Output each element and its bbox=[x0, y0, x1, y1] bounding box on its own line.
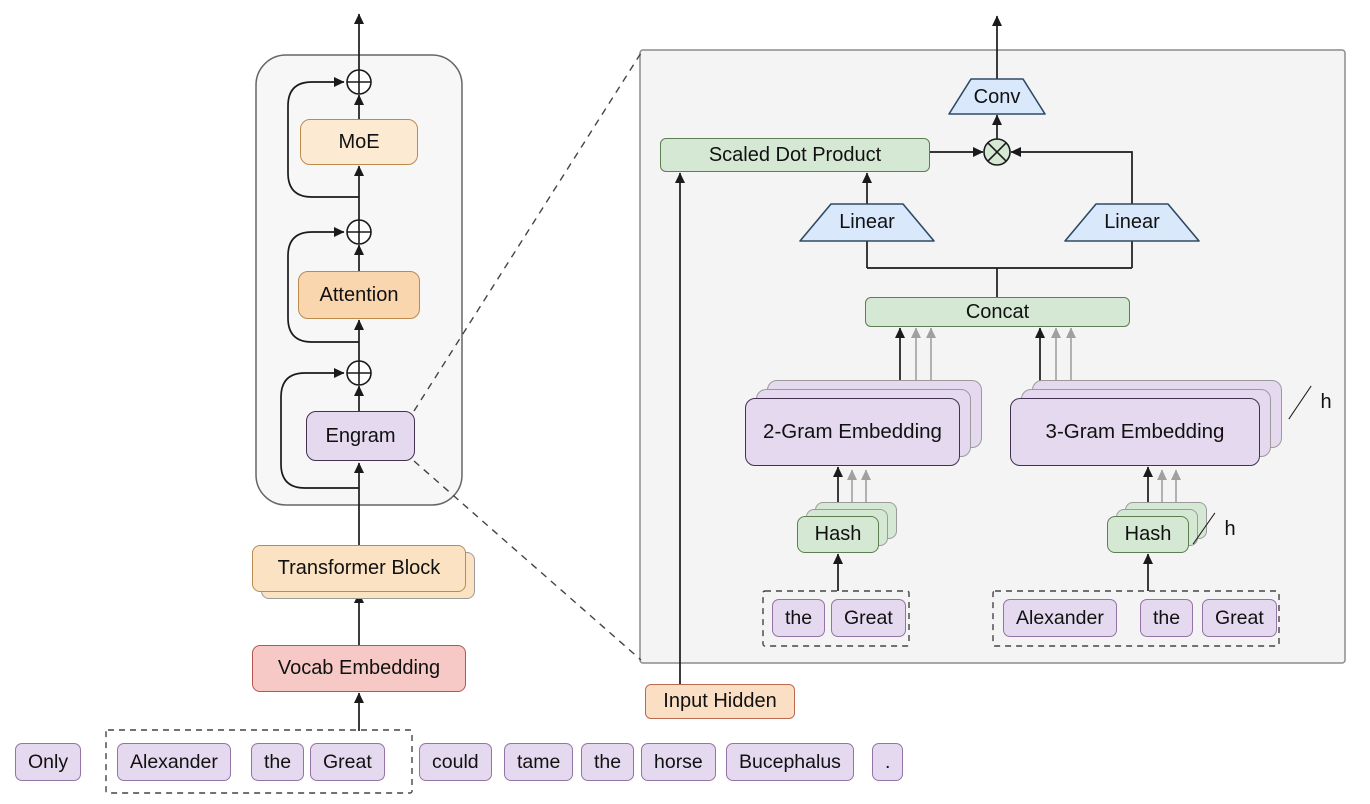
transformer-block: Transformer Block bbox=[252, 545, 466, 592]
trigram-token: Alexander bbox=[1003, 599, 1117, 637]
sentence-token: horse bbox=[641, 743, 716, 781]
hash-right-block: Hash bbox=[1107, 516, 1189, 553]
sentence-token: Alexander bbox=[117, 743, 231, 781]
sentence-token: the bbox=[251, 743, 305, 781]
concat-block: Concat bbox=[865, 297, 1130, 327]
sentence-token: . bbox=[872, 743, 904, 781]
bigram-token: the bbox=[772, 599, 826, 637]
engram-block: Engram bbox=[306, 411, 415, 461]
add-circle-top bbox=[346, 69, 372, 95]
h-slash-top bbox=[1288, 385, 1312, 420]
vocab-embedding-block: Vocab Embedding bbox=[252, 645, 466, 692]
sentence-token: could bbox=[419, 743, 492, 781]
two-gram-embedding-block: 2-Gram Embedding bbox=[745, 398, 960, 466]
panel-flow-arrows bbox=[675, 15, 1153, 684]
bigram-token: Great bbox=[831, 599, 906, 637]
residual-add-circles bbox=[346, 69, 372, 386]
hash-left-block: Hash bbox=[797, 516, 879, 553]
trigram-token: Great bbox=[1202, 599, 1277, 637]
add-circle-bottom bbox=[346, 360, 372, 386]
sentence-token: Only bbox=[15, 743, 82, 781]
sentence-token: the bbox=[581, 743, 635, 781]
attention-block: Attention bbox=[298, 271, 420, 319]
linear-left-label: Linear bbox=[839, 211, 895, 233]
h-count-label: h bbox=[1224, 517, 1236, 540]
sentence-token: Great bbox=[310, 743, 385, 781]
sentence-token: Bucephalus bbox=[726, 743, 854, 781]
concat-linear-connectors bbox=[866, 241, 1133, 297]
moe-block: MoE bbox=[300, 119, 418, 165]
conv-label: Conv bbox=[973, 85, 1021, 108]
linear-right-label: Linear bbox=[1104, 211, 1160, 233]
scaled-dot-product-block: Scaled Dot Product bbox=[660, 138, 930, 172]
input-hidden-block: Input Hidden bbox=[645, 684, 795, 719]
multiply-circle bbox=[983, 138, 1011, 166]
add-circle-middle bbox=[346, 219, 372, 245]
h-count-label: h bbox=[1320, 390, 1332, 413]
trigram-token: the bbox=[1140, 599, 1194, 637]
sentence-token: tame bbox=[504, 743, 574, 781]
three-gram-embedding-block: 3-Gram Embedding bbox=[1010, 398, 1260, 466]
